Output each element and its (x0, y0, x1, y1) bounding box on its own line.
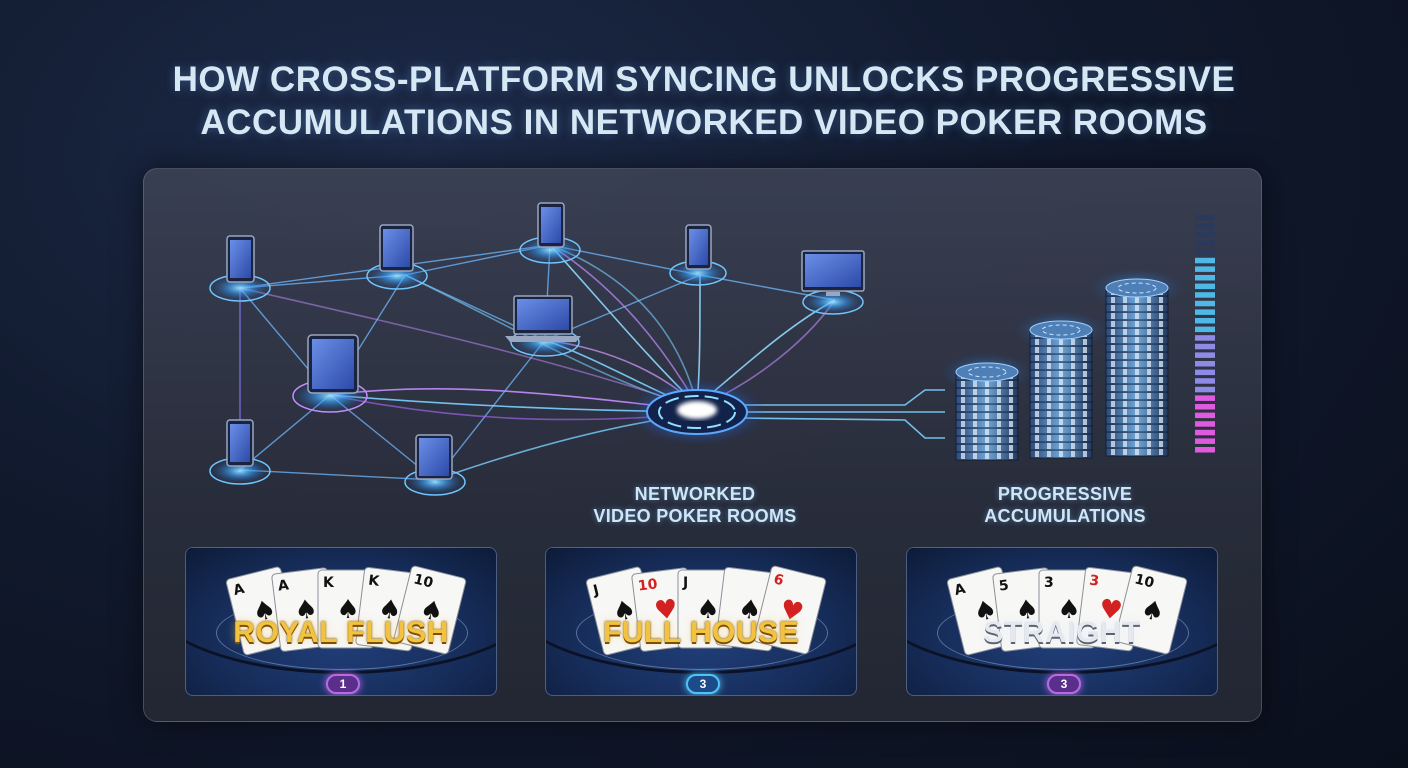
hand-rank-badge: 3 (686, 674, 720, 694)
spade-icon: ♠ (1057, 595, 1080, 625)
playing-cards-icon: J♠10♥J♠♠6♥ (585, 565, 827, 656)
hand-card-royal-flush[interactable]: A♠A♠K♠K♠10♠ ROYAL FLUSH 1 (185, 547, 497, 696)
hand-rank-badge: 1 (326, 674, 360, 694)
meter-segment (1195, 361, 1215, 367)
networked-caption-line-2: VIDEO POKER ROOMS (593, 506, 797, 526)
meter-segment (1195, 283, 1215, 290)
title-line-1: HOW CROSS-PLATFORM SYNCING UNLOCKS PROGR… (172, 60, 1236, 99)
card-rank: 5 (998, 577, 1010, 594)
device-node-phone-3[interactable] (669, 224, 727, 286)
card-rank: K (367, 573, 381, 590)
card-rank: 3 (1088, 573, 1100, 590)
meter-segment (1195, 326, 1215, 333)
device-node-phone-1[interactable] (209, 235, 271, 302)
chip-stack-1 (939, 352, 1035, 461)
hand-card-full-house[interactable]: J♠10♥J♠♠6♥ FULL HOUSE 3 (545, 547, 857, 696)
playing-card: 6♥ (753, 565, 827, 655)
playing-cards-icon: A♠A♠K♠K♠10♠ (225, 565, 467, 656)
spade-icon: ♠ (1014, 594, 1041, 627)
meter-segment (1195, 335, 1215, 341)
meter-segment (1195, 240, 1215, 247)
networked-rooms-caption: NETWORKED VIDEO POKER ROOMS (560, 483, 830, 527)
hand-rank-badge: 3 (1047, 674, 1081, 694)
hand-name: ROYAL FLUSH (233, 616, 449, 649)
device-node-laptop[interactable] (505, 295, 581, 357)
spade-icon: ♠ (293, 594, 320, 627)
meter-segment (1195, 214, 1215, 221)
meter-segment (1195, 318, 1215, 324)
spade-icon: ♠ (696, 595, 719, 625)
meter-segment (1195, 429, 1215, 436)
hand-card-straight[interactable]: A♠5♠3♠3♥10♠ STRAIGHT 3 (906, 547, 1218, 696)
progressive-caption-line-1: PROGRESSIVE (997, 484, 1133, 504)
meter-segment (1195, 249, 1215, 255)
card-rank: 10 (637, 576, 659, 594)
progressive-caption-line-2: ACCUMULATIONS (984, 506, 1146, 526)
meter-segment (1195, 386, 1215, 393)
meter-segment (1195, 447, 1215, 453)
meter-segment (1195, 404, 1215, 410)
chip-stack-2 (1013, 310, 1109, 459)
chip-stack-3 (1089, 268, 1185, 457)
meter-segment (1195, 412, 1215, 419)
spade-icon: ♠ (336, 595, 359, 625)
hand-name: FULL HOUSE (602, 616, 800, 649)
playing-card: 10♠ (1114, 565, 1188, 655)
network-hub-icon[interactable] (627, 378, 767, 446)
meter-segment (1195, 266, 1215, 272)
heart-icon: ♥ (653, 594, 680, 627)
device-node-phone-2[interactable] (519, 202, 581, 264)
meter-segment (1195, 292, 1215, 298)
meter-segment (1195, 275, 1215, 281)
playing-cards-icon: A♠5♠3♠3♥10♠ (946, 565, 1188, 656)
device-node-tablet-2[interactable] (292, 334, 368, 413)
card-rank: J (591, 582, 601, 599)
meter-segment (1195, 257, 1215, 264)
networked-caption-line-1: NETWORKED (634, 484, 756, 504)
meter-segment (1195, 395, 1215, 401)
hand-name: STRAIGHT (983, 616, 1141, 649)
meter-segment (1195, 352, 1215, 358)
device-node-phone-4[interactable] (209, 419, 271, 485)
meter-segment (1195, 232, 1215, 238)
meter-segment (1195, 369, 1215, 376)
card-rank: 10 (1133, 571, 1156, 591)
card-rank: 3 (1044, 575, 1054, 591)
card-rank: A (277, 577, 290, 594)
device-node-tablet-1[interactable] (366, 224, 428, 290)
poker-chip-stack-icon (939, 268, 1185, 461)
progressive-caption: PROGRESSIVE ACCUMULATIONS (930, 483, 1200, 527)
meter-segment (1195, 309, 1215, 315)
device-node-tablet-3[interactable] (404, 434, 466, 496)
page-title: HOW CROSS-PLATFORM SYNCING UNLOCKS PROGR… (0, 58, 1408, 144)
card-rank: A (232, 581, 247, 599)
meter-segment (1195, 223, 1215, 229)
device-node-monitor[interactable] (801, 250, 865, 315)
card-rank: K (323, 575, 335, 591)
card-rank: A (953, 581, 968, 599)
title-line-2: ACCUMULATIONS IN NETWORKED VIDEO POKER R… (200, 103, 1208, 142)
meter-segment (1195, 378, 1215, 384)
meter-segment (1195, 438, 1215, 444)
meter-segment (1195, 343, 1215, 350)
meter-segment (1195, 300, 1215, 307)
card-rank: J (682, 575, 688, 591)
playing-card: 10♠ (393, 565, 467, 655)
progress-level-meter (1195, 214, 1215, 453)
meter-segment (1195, 421, 1215, 427)
card-rank: 10 (412, 571, 435, 591)
card-rank: 6 (772, 571, 785, 589)
hub-to-chips-lines (739, 389, 945, 439)
